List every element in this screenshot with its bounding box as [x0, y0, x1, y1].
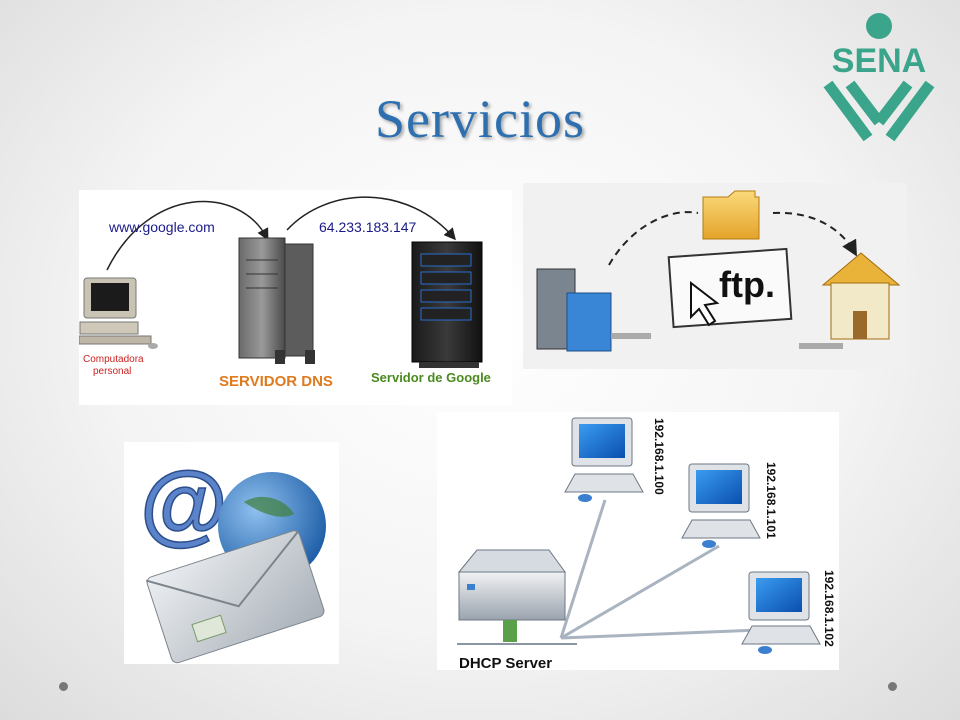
pc-label-line1: Computadora	[83, 354, 144, 365]
house-icon	[799, 252, 901, 349]
client-ip-1: 192.168.1.100	[652, 418, 666, 495]
ftp-dashed-arrow-right	[772, 211, 857, 257]
at-symbol: @	[140, 454, 228, 554]
slide-title: Servicios	[375, 89, 585, 149]
envelope-icon	[145, 530, 325, 664]
dns-diagram: www.google.com 64.233.183.147 Computador…	[79, 190, 512, 405]
dns-server-icon	[238, 237, 315, 364]
bullet-dot-right	[888, 682, 897, 691]
email-diagram: @	[124, 442, 339, 664]
dhcp-server-label: DHCP Server	[459, 655, 552, 670]
ftp-sign-icon: ftp.	[667, 247, 793, 329]
personal-computer-icon	[79, 277, 158, 349]
pc-label-line2: personal	[93, 366, 131, 377]
url-arrow	[106, 200, 269, 271]
sena-logo-text: SENA	[832, 42, 926, 80]
url-label: www.google.com	[108, 219, 215, 235]
ftp-label: ftp.	[719, 264, 775, 305]
client-computer-icon	[536, 268, 651, 352]
dhcp-diagram: DHCP Server 192.168.1.100 192.168.1.101 …	[437, 412, 839, 670]
ip-label: 64.233.183.147	[319, 219, 417, 235]
client-computer-icon-1	[564, 417, 644, 502]
dhcp-server-icon	[457, 549, 566, 642]
ftp-diagram: ftp.	[523, 183, 907, 369]
client-computer-icon-2	[681, 463, 761, 548]
google-server-icon	[411, 241, 483, 368]
dns-server-label: SERVIDOR DNS	[219, 373, 333, 390]
client-ip-3: 192.168.1.102	[822, 570, 836, 647]
ip-arrow	[286, 196, 456, 241]
client-ip-2: 192.168.1.101	[764, 462, 778, 539]
folder-icon	[702, 190, 760, 240]
sena-logo: SENA	[823, 13, 935, 142]
bullet-dot-left	[59, 682, 68, 691]
ftp-dashed-arrow-left	[608, 211, 699, 266]
client-computer-icon-3	[741, 571, 821, 654]
cursor-icon	[690, 280, 720, 327]
google-server-label: Servidor de Google	[371, 370, 491, 385]
